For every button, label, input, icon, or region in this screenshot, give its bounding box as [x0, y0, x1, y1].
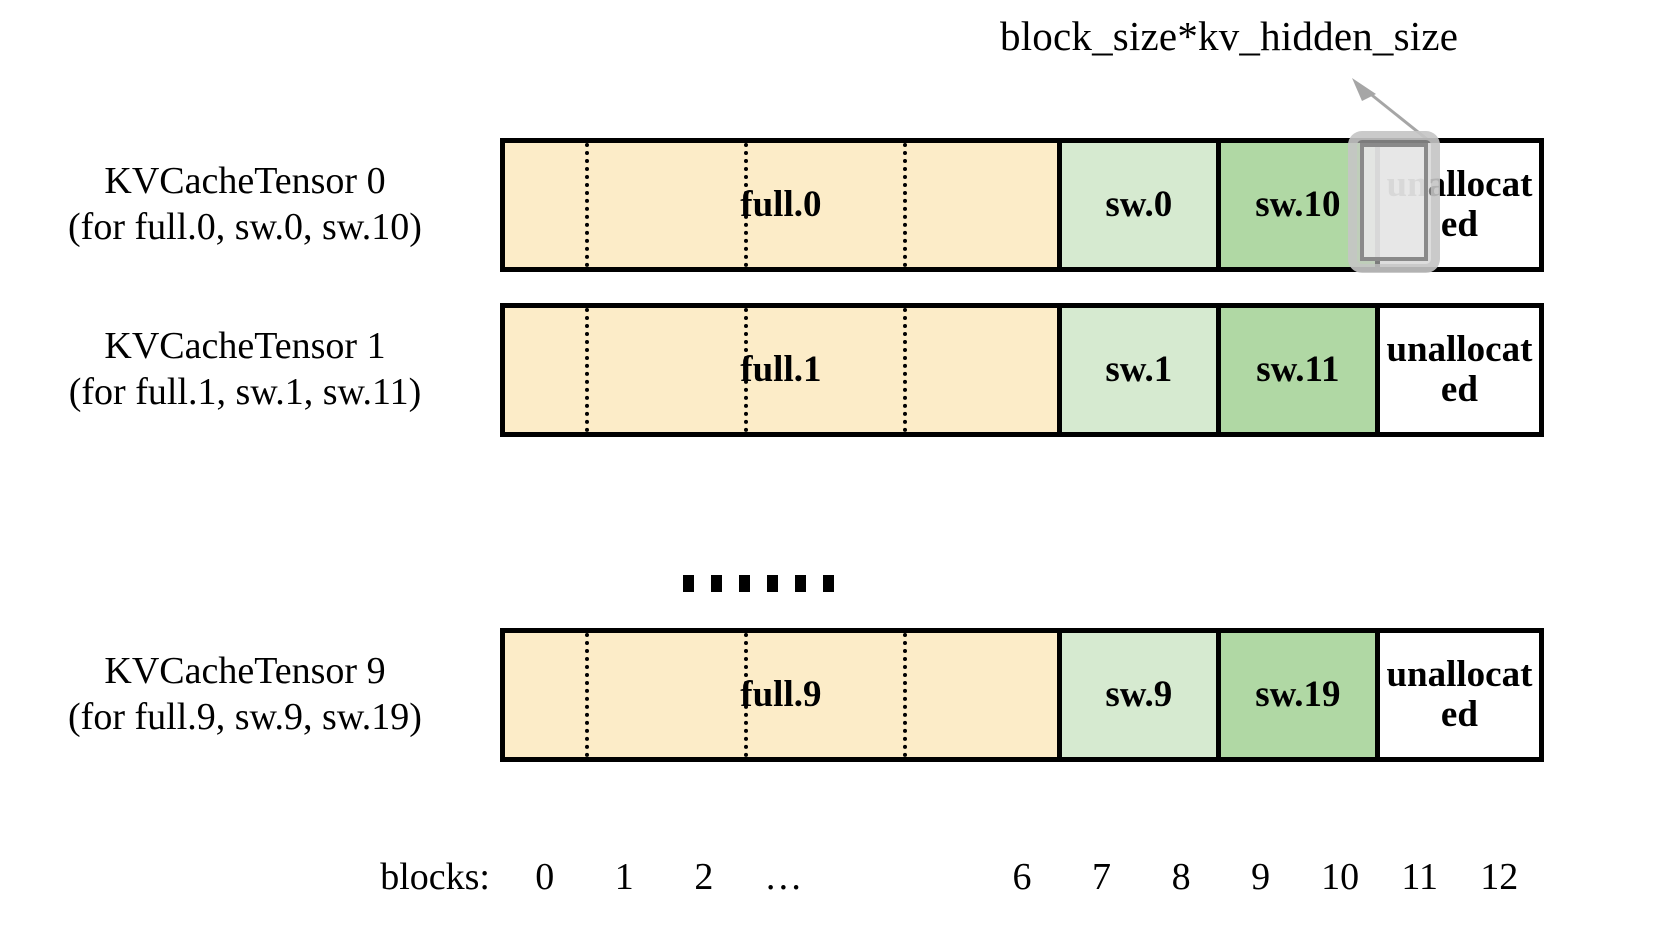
- axis-tick-11: 11: [1401, 856, 1438, 898]
- highlight-inner-rect: [1360, 143, 1428, 261]
- segment-unallocated-tensor-1[interactable]: unallocated: [1379, 308, 1539, 432]
- axis-tick-1: 1: [614, 856, 634, 898]
- segment-sw-light-tensor-0[interactable]: sw.0: [1061, 143, 1221, 267]
- segment-label: unallocated: [1386, 329, 1533, 410]
- row-label-line1: KVCacheTensor 1: [104, 325, 386, 367]
- segment-label: full.0: [740, 184, 822, 226]
- block-divider: [584, 308, 589, 432]
- block-divider: [584, 633, 589, 757]
- axis-tick-9: 9: [1251, 856, 1271, 898]
- axis-tick-7: 7: [1092, 856, 1112, 898]
- row-label-tensor-1: KVCacheTensor 1(for full.1, sw.1, sw.11): [10, 323, 480, 416]
- tensor-bar-tensor-1: full.1 sw.1 sw.11 unallocated: [500, 303, 1544, 437]
- row-label-tensor-9: KVCacheTensor 9(for full.9, sw.9, sw.19): [10, 648, 480, 741]
- axis-tick-12: 12: [1480, 856, 1519, 898]
- block-divider: [902, 143, 907, 267]
- segment-sw-dark-tensor-9[interactable]: sw.19: [1220, 633, 1380, 757]
- segment-full-tensor-9[interactable]: full.9: [505, 633, 1062, 757]
- axis-tick-0: 0: [535, 856, 555, 898]
- block-divider: [743, 308, 748, 432]
- block-divider: [902, 308, 907, 432]
- block-size-highlight-overlay: [1348, 131, 1440, 273]
- segment-unallocated-tensor-9[interactable]: unallocated: [1379, 633, 1539, 757]
- block-divider: [743, 633, 748, 757]
- row-label-tensor-0: KVCacheTensor 0(for full.0, sw.0, sw.10): [10, 158, 480, 251]
- callout-label: block_size*kv_hidden_size: [1000, 13, 1459, 59]
- segment-label: unallocated: [1386, 164, 1533, 245]
- block-divider: [584, 143, 589, 267]
- tensor-bar-tensor-9: full.9 sw.9 sw.19 unallocated: [500, 628, 1544, 762]
- row-label-line2: (for full.0, sw.0, sw.10): [68, 206, 422, 249]
- segment-label: sw.11: [1256, 349, 1340, 391]
- axis-tick-10: 10: [1321, 856, 1360, 898]
- row-label-line2: (for full.9, sw.9, sw.19): [68, 696, 422, 739]
- segment-sw-light-tensor-1[interactable]: sw.1: [1061, 308, 1221, 432]
- block-divider: [902, 633, 907, 757]
- segment-label: full.1: [740, 349, 822, 391]
- segment-label: unallocated: [1386, 654, 1533, 735]
- segment-label: sw.1: [1105, 349, 1173, 391]
- segment-full-tensor-1[interactable]: full.1: [505, 308, 1062, 432]
- segment-label: sw.10: [1255, 184, 1341, 226]
- row-label-line2: (for full.1, sw.1, sw.11): [68, 371, 422, 414]
- segment-sw-dark-tensor-1[interactable]: sw.11: [1220, 308, 1380, 432]
- row-label-line1: KVCacheTensor 0: [104, 160, 386, 202]
- segment-full-tensor-0[interactable]: full.0: [505, 143, 1062, 267]
- segment-label: sw.19: [1255, 674, 1341, 716]
- axis-tick-…: …: [764, 856, 803, 898]
- segment-label: full.9: [740, 674, 822, 716]
- segment-label: sw.0: [1105, 184, 1173, 226]
- axis-title: blocks:: [380, 856, 490, 898]
- axis-tick-8: 8: [1171, 856, 1191, 898]
- row-label-line1: KVCacheTensor 9: [104, 650, 386, 692]
- axis-tick-6: 6: [1012, 856, 1032, 898]
- vertical-ellipsis: [683, 575, 834, 592]
- segment-sw-light-tensor-9[interactable]: sw.9: [1061, 633, 1221, 757]
- axis-tick-2: 2: [694, 856, 714, 898]
- segment-label: sw.9: [1105, 674, 1173, 716]
- block-divider: [743, 143, 748, 267]
